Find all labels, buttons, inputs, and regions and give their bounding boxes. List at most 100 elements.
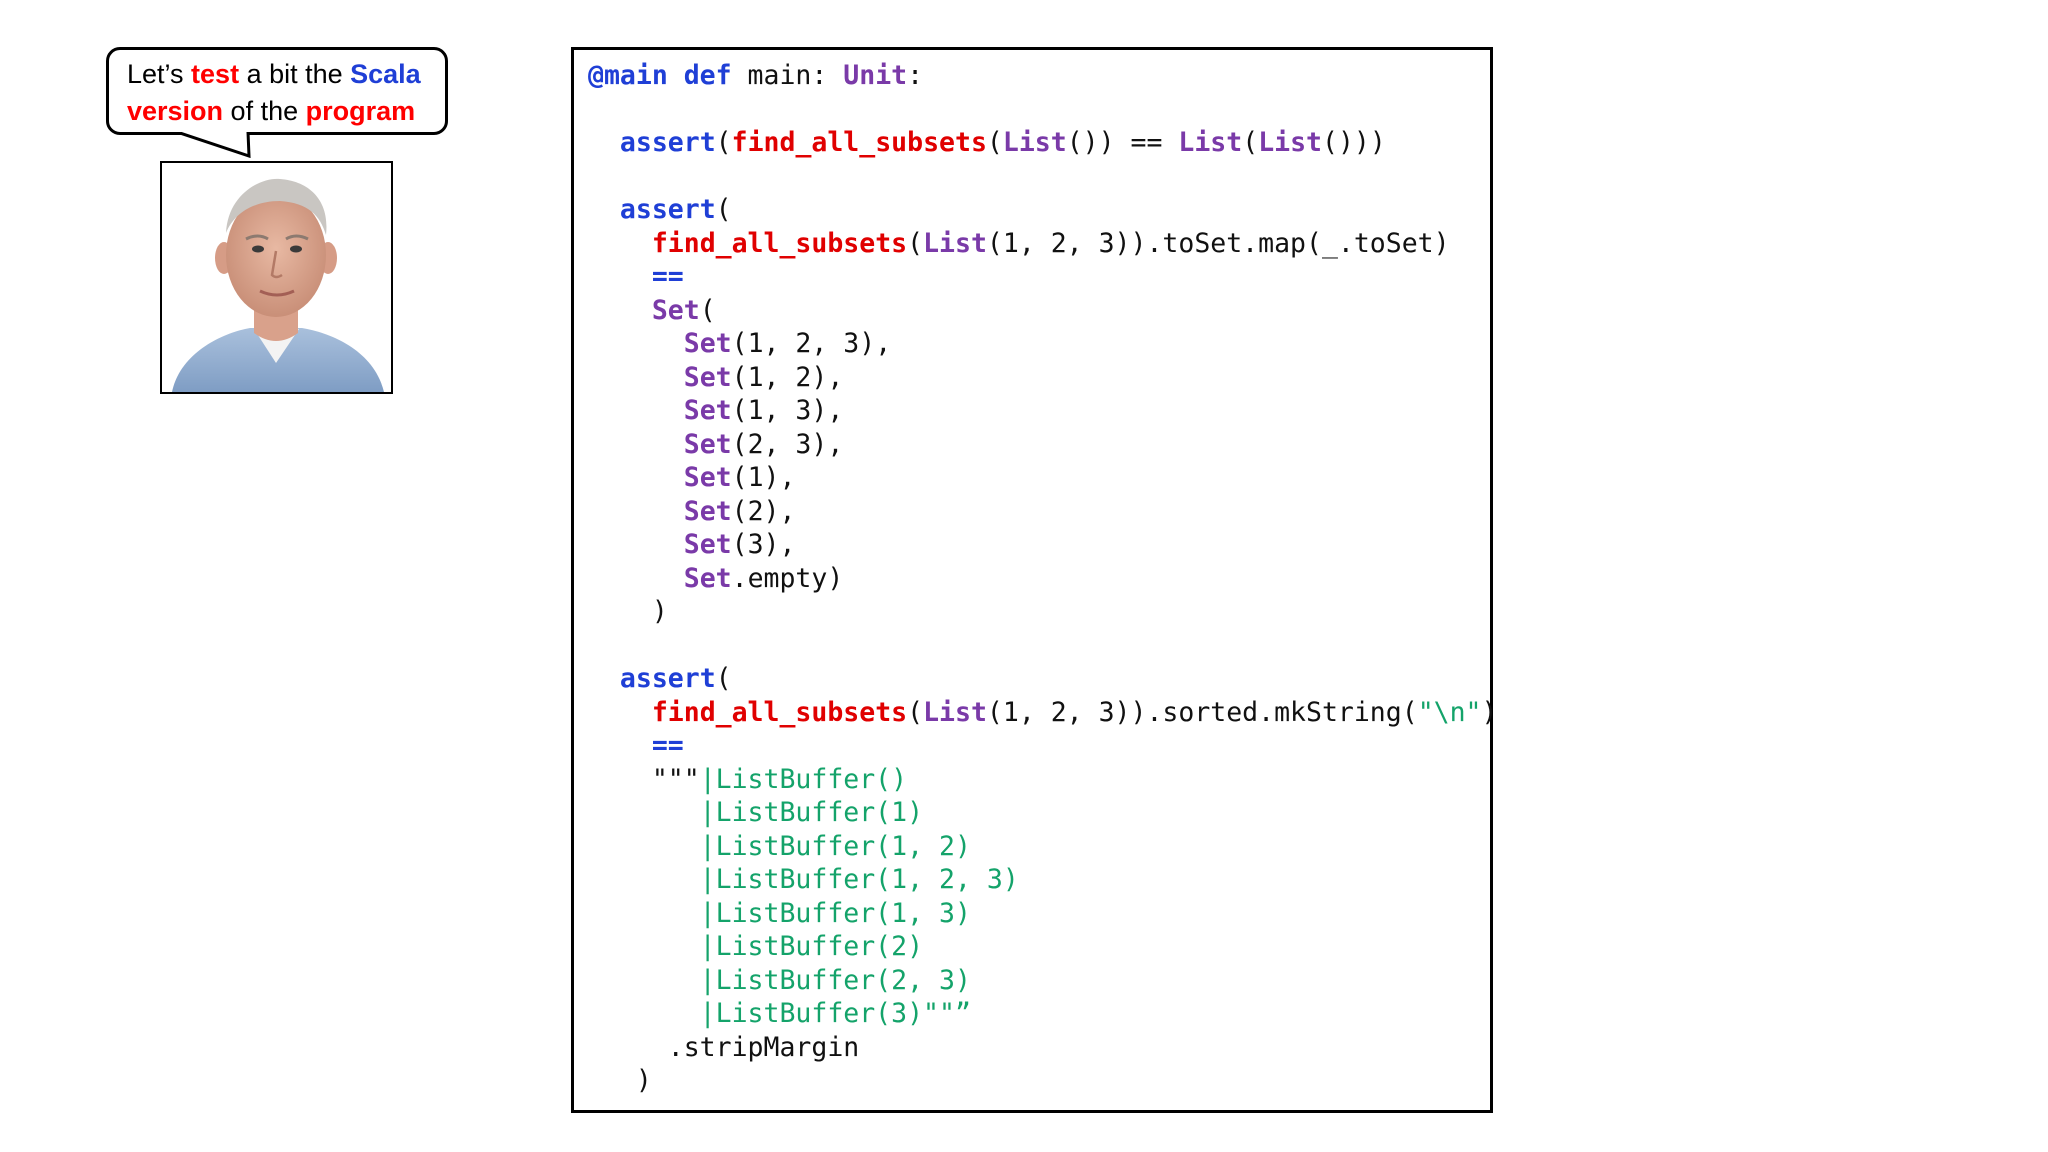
code-token: |ListBuffer(1, 3)	[588, 897, 971, 929]
code-line: Set(1, 2),	[588, 361, 1497, 395]
code-token	[588, 228, 652, 259]
code-token: (	[699, 294, 716, 326]
code-token	[588, 395, 684, 426]
code-token: |ListBuffer(2, 3)	[588, 964, 971, 996]
code-token: (1, 3),	[731, 395, 844, 426]
code-token	[588, 563, 684, 594]
code-token: Unit	[843, 60, 908, 91]
code-token: List	[923, 696, 987, 728]
code-token: .empty)	[731, 562, 844, 594]
code-token: find_all_subsets	[651, 227, 908, 259]
code-token: Set	[683, 428, 732, 460]
code-token: assert	[619, 127, 716, 158]
code-token: :	[907, 60, 924, 91]
code-token: |ListBuffer()	[699, 763, 908, 795]
code-line: find_all_subsets(List(1, 2, 3)).toSet.ma…	[588, 227, 1497, 261]
code-token	[588, 462, 684, 493]
bubble-text-segment: of the	[223, 96, 306, 126]
code-line	[588, 629, 1497, 663]
code-line: Set(1),	[588, 461, 1497, 495]
code-token: (3),	[731, 529, 796, 560]
code-token: List	[923, 227, 987, 259]
code-line: find_all_subsets(List(1, 2, 3)).sorted.m…	[588, 696, 1498, 730]
code-line: |ListBuffer(1, 2, 3)	[588, 863, 1497, 897]
speech-bubble-tail	[180, 132, 251, 158]
code-line: )	[588, 1064, 1497, 1098]
code-line: |ListBuffer(2, 3)	[588, 964, 1497, 998]
code-token	[588, 194, 620, 225]
code-line: assert(	[588, 662, 1497, 696]
code-line: |ListBuffer(1, 3)	[588, 897, 1497, 931]
code-line: |ListBuffer(3)""”	[588, 997, 1497, 1031]
code-token	[588, 663, 620, 694]
code-token: Set	[683, 495, 732, 527]
code-token: List	[1258, 127, 1323, 158]
code-token: List	[1178, 127, 1243, 158]
code-line: assert(	[588, 193, 1497, 227]
code-token: |ListBuffer(3)""”	[588, 998, 971, 1029]
code-line	[588, 160, 1497, 194]
code-line: .stripMargin	[588, 1031, 1497, 1065]
code-token	[588, 328, 684, 359]
code-line	[588, 93, 1497, 127]
code-token: )	[588, 596, 668, 627]
code-token: )	[588, 1065, 652, 1096]
code-token: (	[715, 194, 732, 225]
code-token: (	[907, 227, 924, 259]
presenter-portrait	[160, 161, 393, 394]
code-token: Set	[683, 328, 732, 359]
code-token: (	[986, 127, 1003, 158]
code-token: |ListBuffer(1)	[588, 797, 924, 828]
code-token: (	[1242, 127, 1259, 158]
code-token	[588, 295, 652, 326]
code-token	[588, 362, 684, 393]
code-token: assert	[619, 194, 716, 225]
code-token: (2, 3),	[731, 428, 844, 460]
code-token: Set	[651, 294, 700, 326]
code-line: |ListBuffer(2)	[588, 930, 1497, 964]
code-token: (1, 2, 3)).sorted.mkString(	[986, 696, 1418, 728]
bubble-text-segment: program	[305, 96, 416, 126]
code-token: |ListBuffer(1, 2, 3)	[588, 864, 1019, 895]
code-token: @main def	[588, 60, 732, 91]
code-line: Set.empty)	[588, 562, 1497, 596]
code-token: ==	[651, 730, 684, 761]
code-token: |ListBuffer(2)	[588, 931, 924, 962]
code-token	[588, 697, 652, 728]
code-token: (1, 2),	[731, 361, 844, 393]
code-token: (1, 2, 3)).toSet.map(_.toSet)	[986, 227, 1450, 259]
code-token: |ListBuffer(1, 2)	[588, 830, 971, 862]
bubble-text-segment: Let’s	[127, 59, 192, 89]
code-token	[588, 529, 684, 560]
code-line: Set(1, 2, 3),	[588, 327, 1497, 361]
code-token: (1),	[731, 462, 796, 493]
code-line: assert(find_all_subsets(List()) == List(…	[588, 126, 1497, 160]
code-token: (	[907, 696, 924, 728]
code-line: """|ListBuffer()	[588, 763, 1497, 797]
code-line: ==	[588, 729, 1497, 763]
code-line: ==	[588, 260, 1497, 294]
code-line: )	[588, 595, 1497, 629]
code-token: .stripMargin	[588, 1031, 860, 1063]
code-token: find_all_subsets	[651, 696, 908, 728]
code-token	[588, 429, 684, 460]
code-token: ()) ==	[1066, 127, 1179, 158]
code-line: |ListBuffer(1, 2)	[588, 830, 1497, 864]
code-token	[588, 127, 620, 158]
code-token: )	[1481, 696, 1498, 728]
code-line: |ListBuffer(1)	[588, 796, 1497, 830]
code-line: @main def main: Unit:	[588, 59, 1497, 93]
code-token: Set	[683, 562, 732, 594]
code-line: Set(3),	[588, 528, 1497, 562]
code-token: Set	[683, 395, 732, 426]
bubble-text-segment: version	[127, 96, 224, 126]
bubble-text-segment: test	[191, 59, 240, 89]
code-token: """	[588, 763, 700, 795]
code-token: (1, 2, 3),	[731, 328, 892, 359]
code-token: assert	[619, 663, 716, 694]
code-line: Set(1, 3),	[588, 394, 1497, 428]
code-token: Set	[683, 529, 732, 560]
code-token	[588, 261, 652, 292]
